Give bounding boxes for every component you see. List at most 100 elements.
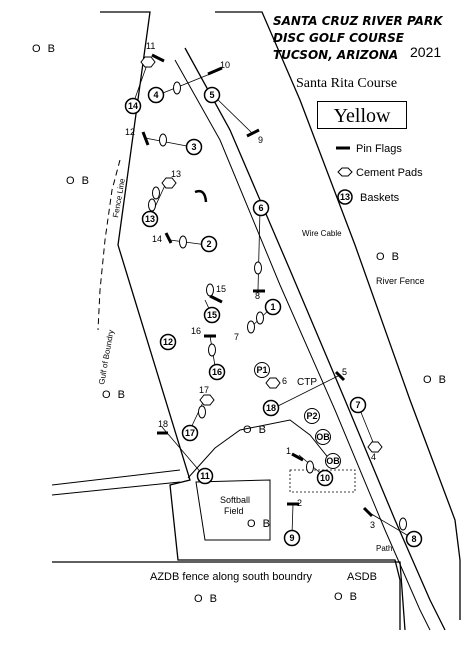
tee-pads [148, 81, 407, 531]
svg-text:3: 3 [191, 142, 196, 152]
svg-text:9: 9 [289, 533, 294, 543]
ob-label: O B [334, 591, 359, 603]
hole-number-4-tee: 4 [371, 452, 376, 462]
svg-text:17: 17 [185, 428, 195, 438]
hole-number-18: 18 [158, 419, 168, 429]
river-fence-label: River Fence [376, 276, 425, 286]
basket-legend-icon [337, 189, 353, 205]
fence-line [97, 159, 121, 331]
azdb-label: AZDB fence along south boundry [150, 571, 313, 583]
hole-number-10: 10 [220, 60, 230, 70]
path-label: Path [376, 544, 392, 553]
svg-text:7: 7 [355, 400, 360, 410]
west-boundary-line [100, 11, 401, 630]
title-line1: SANTA CRUZ RIVER PARK [273, 14, 444, 28]
svg-text:OB: OB [316, 432, 330, 442]
ob-label: O B [247, 518, 272, 530]
ob-label: O B [194, 593, 219, 605]
hole-number-15: 15 [216, 284, 226, 294]
hole-number-17: 17 [199, 385, 209, 395]
practice-basket-p2: P2 [304, 408, 320, 424]
hole-number-16: 16 [191, 326, 201, 336]
title-line3: TUCSON, ARIZONA [273, 48, 398, 62]
softball-path [187, 419, 331, 479]
svg-text:P2: P2 [306, 411, 317, 421]
softball-label-2: Field [224, 506, 244, 516]
cement-pads [140, 56, 383, 453]
ob-label: O B [243, 424, 268, 436]
legend-pad-label: Cement Pads [356, 167, 423, 179]
wire-cable-label: Wire Cable [302, 229, 342, 238]
svg-text:12: 12 [163, 337, 173, 347]
cement-pad-legend-icon [337, 167, 353, 177]
basket-18: 18 [262, 399, 280, 417]
svg-text:1: 1 [270, 302, 275, 312]
hole-number-6-tee: 6 [282, 376, 287, 386]
softball-field-outline [195, 479, 271, 541]
legend-basket-symbol: 13 [340, 192, 350, 202]
baskets: 14 4 5 3 13 2 6 1 15 12 16 17 18 7 11 10… [124, 86, 423, 548]
practice-basket-p1: P1 [254, 362, 270, 378]
basket-1: 1 [264, 298, 282, 316]
svg-text:15: 15 [207, 310, 217, 320]
hole-number-2-tee: 2 [297, 498, 302, 508]
hole-number-11: 11 [146, 41, 155, 51]
basket-17: 17 [181, 424, 199, 442]
basket-15: 15 [203, 306, 221, 324]
basket-5: 5 [203, 86, 221, 104]
ob-label: O B [376, 251, 401, 263]
hole-number-5-tee: 5 [342, 367, 347, 377]
ctp-label: CTP [297, 377, 317, 388]
svg-text:8: 8 [411, 534, 416, 544]
hole-number-3-tee: 3 [370, 520, 375, 530]
basket-3: 3 [185, 138, 203, 156]
hole-number-8: 8 [255, 291, 260, 301]
svg-text:5: 5 [209, 90, 214, 100]
practice-basket-ob2: OB [325, 453, 341, 469]
hole-number-14: 14 [152, 234, 162, 244]
basket-11: 11 [196, 467, 214, 485]
svg-text:OB: OB [326, 456, 340, 466]
ob-label: O B [66, 175, 91, 187]
basket-12: 12 [159, 333, 177, 351]
year-label: 2021 [410, 44, 442, 60]
basket-9: 9 [283, 529, 301, 547]
svg-text:P1: P1 [256, 365, 267, 375]
hole-number-7-tee: 7 [234, 332, 239, 342]
course-name: Santa Rita Course [296, 76, 398, 91]
svg-text:4: 4 [153, 90, 158, 100]
asdb-label: ASDB [347, 571, 377, 583]
ob-label: O B [423, 374, 448, 386]
path-line [51, 469, 181, 496]
basket-13: 13 [141, 210, 159, 228]
hole-number-9: 9 [258, 135, 263, 145]
title-line2: DISC GOLF COURSE [273, 31, 405, 45]
pin-flags [141, 53, 374, 518]
gulf-boundry-label: Gulf of Boundry [97, 329, 116, 385]
legend-basket-label: Baskets [360, 192, 400, 204]
svg-text:2: 2 [206, 239, 211, 249]
basket-6: 6 [252, 199, 270, 217]
basket-7: 7 [349, 396, 367, 414]
basket-14: 14 [124, 97, 142, 115]
softball-label-1: Softball [220, 495, 250, 505]
ob-label: O B [32, 43, 57, 55]
basket-2: 2 [200, 235, 218, 253]
basket-10: 10 [316, 469, 334, 487]
svg-text:13: 13 [145, 214, 155, 224]
south-fence [52, 561, 406, 631]
course-color-box: Yellow [317, 101, 407, 129]
svg-text:10: 10 [320, 473, 330, 483]
hole-number-13: 13 [171, 169, 181, 179]
basket-16: 16 [208, 363, 226, 381]
road-line-inner [174, 59, 431, 631]
basket-8: 8 [405, 530, 423, 548]
ob-label: O B [102, 389, 127, 401]
svg-text:6: 6 [258, 203, 263, 213]
svg-text:16: 16 [212, 367, 222, 377]
hole-number-12: 12 [125, 127, 135, 137]
practice-basket-ob1: OB [315, 429, 331, 445]
hole-number-1-tee: 1 [286, 446, 291, 456]
svg-text:14: 14 [128, 101, 138, 111]
